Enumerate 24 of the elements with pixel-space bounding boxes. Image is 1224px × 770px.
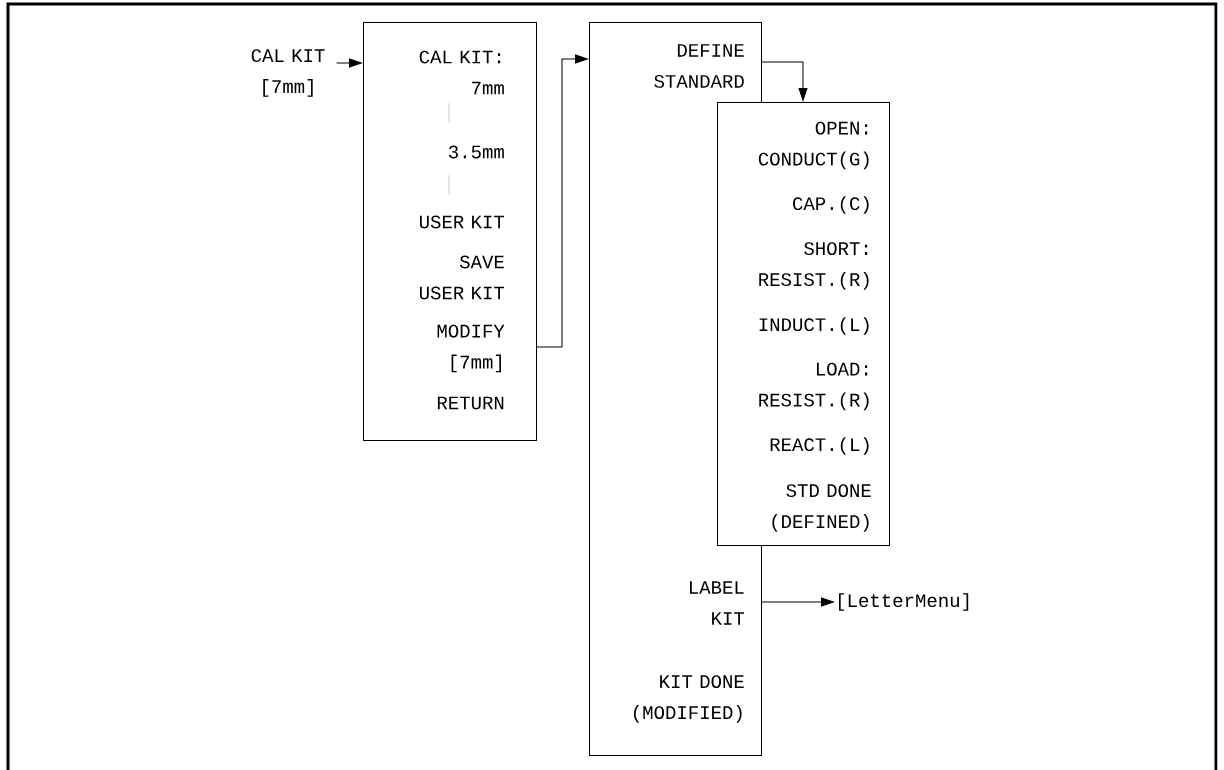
softkey-label: SHORT: RESIST.(R) xyxy=(759,242,869,290)
softkey-label: REACT.(L) xyxy=(770,437,869,455)
arrow xyxy=(761,597,834,607)
arrow xyxy=(536,54,588,348)
softkey-label: INDUCT.(L) xyxy=(759,317,869,335)
softkey-label: USER KIT xyxy=(420,215,505,229)
softkey-label: CAP.(C) xyxy=(793,196,869,214)
softkey-label: CAL KIT: 7mm xyxy=(419,50,504,95)
softkey-label: DEFINE STANDARD xyxy=(654,44,744,88)
arrow xyxy=(336,58,362,68)
menu-label: CAL KIT [7mm] xyxy=(251,49,325,97)
softkey-label: LOAD: RESIST.(R) xyxy=(759,362,869,411)
arrow xyxy=(761,61,808,101)
softkey-label: SAVE USER KIT xyxy=(420,255,505,300)
softkey-label: 3.5mm xyxy=(449,145,504,159)
softkey-label: STD DONE (DEFINED) xyxy=(772,484,871,532)
softkey-label: OPEN: CONDUCT(G) xyxy=(758,121,869,170)
softkey-label: KIT DONE (MODIFIED) xyxy=(633,675,744,723)
menu-box xyxy=(363,22,537,441)
softkey-label: LABEL KIT xyxy=(690,581,745,625)
menu-label: [LetterMenu] xyxy=(839,593,969,611)
softkey-label: RETURN xyxy=(437,396,504,410)
softkey-label: MODIFY [7mm] xyxy=(437,324,505,373)
menu-box xyxy=(717,102,890,546)
